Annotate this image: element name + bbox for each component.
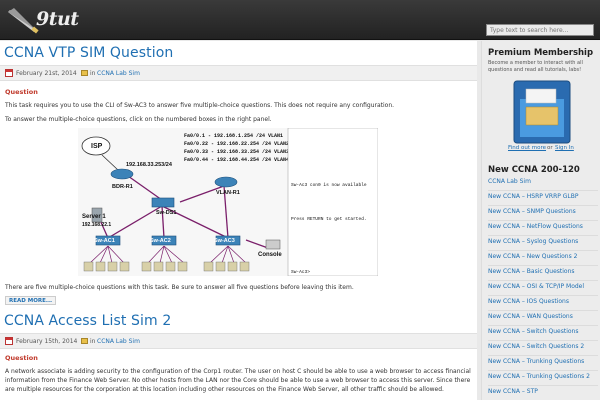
sidebar-item[interactable]: New CCNA – HSRP VRRP GLBP <box>488 192 598 206</box>
in-label: in <box>90 70 96 77</box>
server-icon <box>91 207 103 223</box>
bdr-ip: 192.168.33.253/24 <box>126 162 173 168</box>
sidebar-item[interactable]: New CCNA – Switch Questions <box>488 327 598 341</box>
quill-pen-icon[interactable] <box>6 4 86 36</box>
site-header: 9tut <box>0 0 600 40</box>
post-paragraph: There are five multiple-choice questions… <box>5 284 354 291</box>
switch-icon <box>215 235 241 246</box>
sidebar-item[interactable]: New CCNA – STP <box>488 387 598 400</box>
find-out-more-link[interactable]: Find out more <box>508 145 547 151</box>
terminal-line: Press RETURN to get started. <box>291 216 367 222</box>
section-heading: Question <box>5 354 38 362</box>
in-label: in <box>90 338 96 345</box>
sidebar-item[interactable]: CCNA Lab Sim <box>488 177 598 191</box>
section-title: New CCNA 200-120 <box>488 165 580 175</box>
switch-icon <box>151 235 177 246</box>
calendar-icon <box>5 69 13 77</box>
vlan-r1-label: VLAN-R1 <box>216 190 240 196</box>
ac3-label: Sw-AC3 <box>214 238 235 244</box>
sidebar-item[interactable]: New CCNA – OSI & TCP/IP Model <box>488 282 598 296</box>
isp-cloud-icon: ISP <box>81 136 111 156</box>
section-heading: Question <box>5 88 38 96</box>
sidebar-item[interactable]: New CCNA – Basic Questions <box>488 267 598 281</box>
sidebar-item[interactable]: New CCNA – SNMP Questions <box>488 207 598 221</box>
sidebar-item[interactable]: New CCNA – Trunking Questions 2 <box>488 372 598 386</box>
vlan-row: Fa0/0.22 - 192.168.22.254 /24 VLAN22 <box>184 141 292 147</box>
sw-ds1-label: Sw-DS1 <box>156 210 176 216</box>
vlan-row: Fa0/0.33 - 192.168.33.254 /24 VLAN33 <box>184 149 292 155</box>
post-title[interactable]: CCNA Access List Sim 2 <box>4 313 172 329</box>
router-icon <box>214 176 238 188</box>
calendar-icon <box>5 337 13 345</box>
sidebar-item[interactable]: New CCNA – IOS Questions <box>488 297 598 311</box>
premium-title: Premium Membership <box>488 48 594 58</box>
sidebar-item[interactable]: New CCNA – WAN Questions <box>488 312 598 326</box>
main-content: CCNA VTP SIM Question February 21st, 201… <box>0 41 477 400</box>
read-more-button[interactable]: READ MORE... <box>5 296 57 305</box>
sidebar: Premium Membership Become a member to in… <box>481 41 600 400</box>
post-title[interactable]: CCNA VTP SIM Question <box>4 45 174 61</box>
search-input[interactable] <box>486 24 594 36</box>
bdr-label: BDR-R1 <box>112 184 133 190</box>
switch-icon <box>95 235 121 246</box>
or-label: or <box>547 145 553 151</box>
sidebar-item[interactable]: New CCNA – Switch Questions 2 <box>488 342 598 356</box>
server-label: Server 1 <box>82 214 106 220</box>
ac2-label: Sw-AC2 <box>150 238 171 244</box>
terminal-line: Sw-Ac3 con0 is now available <box>291 182 367 188</box>
network-topology-image[interactable]: ISP Fa0/0.1 - 192.168.1.254 /24 VLAN1 Fa… <box>78 128 378 276</box>
pc-icon <box>83 261 250 272</box>
post-paragraph: To answer the multiple-choice questions,… <box>5 116 272 123</box>
sidebar-item[interactable]: New CCNA – New Questions 2 <box>488 252 598 266</box>
site-logo[interactable]: 9tut <box>36 8 79 30</box>
post-date: February 21st, 2014 <box>16 70 77 77</box>
ac1-label: Sw-AC1 <box>94 238 115 244</box>
post-meta: February 15th, 2014 in CCNA Lab Sim <box>0 333 477 349</box>
category-link[interactable]: CCNA Lab Sim <box>97 338 140 345</box>
switch-icon <box>151 197 175 208</box>
sidebar-item[interactable]: New CCNA – Trunking Questions <box>488 357 598 371</box>
vlan-row: Fa0/0.44 - 192.168.44.254 /24 VLAN44 <box>184 157 292 163</box>
laptop-icon <box>265 239 281 250</box>
category-link[interactable]: CCNA Lab Sim <box>97 70 140 77</box>
server-ip: 192.168.22.1 <box>82 222 111 228</box>
post-paragraph: This task requires you to use the CLI of… <box>5 102 395 109</box>
isp-label: ISP <box>91 143 103 150</box>
post-meta: February 21st, 2014 in CCNA Lab Sim <box>0 65 477 81</box>
premium-text: Become a member to interact with all que… <box>488 60 583 73</box>
vlan-row: Fa0/0.1 - 192.168.1.254 /24 VLAN1 <box>184 133 283 139</box>
sidebar-item[interactable]: New CCNA – Syslog Questions <box>488 237 598 251</box>
folder-icon <box>81 338 88 344</box>
post-date: February 15th, 2014 <box>16 338 78 345</box>
folder-icon[interactable] <box>512 79 572 145</box>
sign-in-link[interactable]: Sign In <box>555 145 574 151</box>
sidebar-item[interactable]: New CCNA – NetFlow Questions <box>488 222 598 236</box>
console-label: Console <box>258 252 282 258</box>
post-paragraph: A network associate is adding security t… <box>5 368 471 393</box>
folder-icon <box>81 70 88 76</box>
router-icon <box>110 168 134 180</box>
terminal-line: Sw-Ac3> <box>291 269 310 275</box>
